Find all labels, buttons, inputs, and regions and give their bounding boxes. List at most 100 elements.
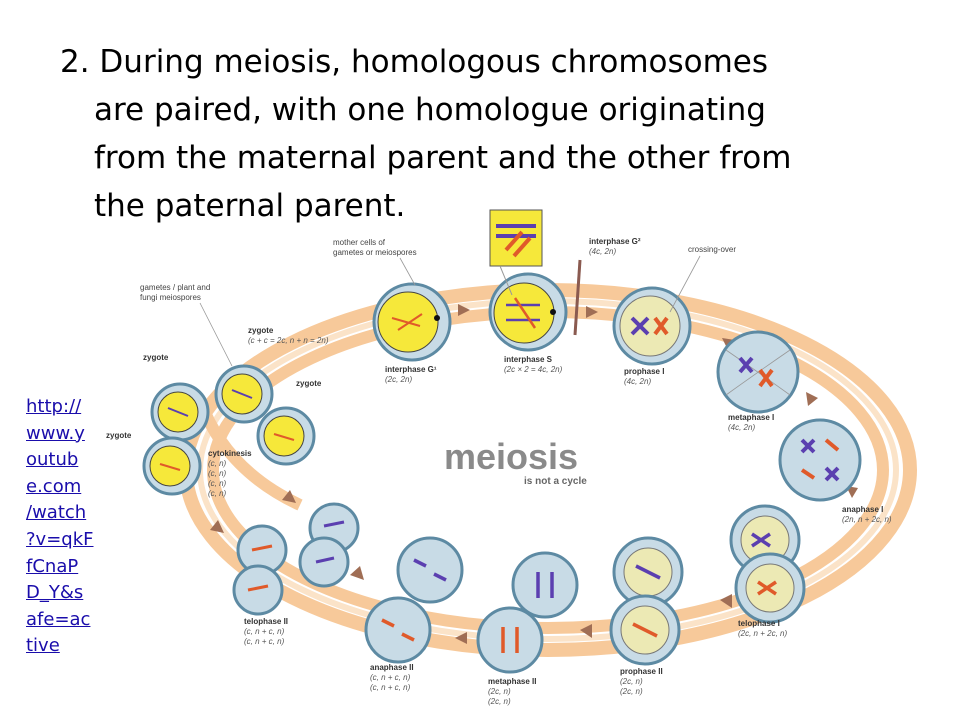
label-cytokinesis-sub-3: (c, n) (208, 479, 227, 488)
chromosome (824, 438, 840, 452)
link-line[interactable]: http:// (26, 396, 82, 417)
cell-prophase-2 (609, 536, 684, 666)
label-interphase-g2: interphase G² (589, 237, 641, 246)
cell (396, 536, 464, 604)
cell-interphase-s (488, 272, 568, 352)
cell-telophase-1 (729, 504, 806, 624)
link-line[interactable]: www.y (26, 422, 85, 444)
label-zygote-top: zygote (248, 326, 274, 335)
link-line[interactable]: fCnaP (26, 555, 79, 577)
link-line[interactable]: ?v=qkF (26, 528, 94, 550)
title-line-3: from the maternal parent and the other f… (94, 140, 792, 176)
link-line[interactable]: D_Y&s (26, 582, 84, 604)
link-line[interactable]: afe=ac (26, 608, 91, 630)
label-metaphase-1-sub: (4c, 2n) (728, 423, 755, 432)
label-telophase-1-sub: (2c, n + 2c, n) (738, 629, 787, 638)
label-metaphase-2-sub-2: (2c, n) (488, 697, 511, 706)
chromosome (800, 468, 816, 480)
link-line[interactable]: tive (26, 635, 60, 657)
arrow-icon (282, 490, 296, 503)
chromosome (504, 230, 532, 258)
centrosome-dot (434, 315, 440, 321)
diagram-labels: mother cells of gametes or meiospores ga… (106, 237, 892, 706)
cell-metaphase-1 (716, 330, 800, 414)
chromosome (513, 297, 537, 329)
pointer-line (399, 257, 416, 286)
arrow-icon (580, 624, 592, 638)
label-prophase-2: prophase II (620, 667, 663, 676)
label-gametes-1: gametes / plant and (140, 283, 210, 292)
chromosome (635, 564, 661, 580)
pointer-line (199, 302, 233, 367)
label-telophase-2-sub-2: (c, n + c, n) (244, 637, 285, 646)
label-metaphase-2-sub-1: (2c, n) (488, 687, 511, 696)
cell (511, 551, 579, 619)
label-anaphase-2-sub-1: (c, n + c, n) (370, 673, 411, 682)
arrow-icon (806, 392, 818, 406)
label-prophase-1-sub: (4c, 2n) (624, 377, 651, 386)
label-zygote-left-a: zygote (143, 353, 169, 362)
chromosome (824, 466, 840, 482)
chromosome (315, 520, 345, 564)
arrow-icon (455, 632, 467, 644)
label-prophase-2-sub-2: (2c, n) (620, 687, 643, 696)
label-mother-cells-1: mother cells of (333, 238, 386, 247)
label-gametes-2: fungi meiospores (140, 293, 201, 302)
label-cytokinesis: cytokinesis (208, 449, 252, 458)
label-interphase-g1: interphase G¹ (385, 365, 437, 374)
title-line-1: 2. During meiosis, homologous chromosome… (60, 44, 769, 80)
chromosome (632, 622, 658, 638)
chromosome (751, 532, 771, 548)
spindle (725, 349, 791, 396)
cell-anaphase-1 (778, 418, 862, 502)
label-cytokinesis-sub-4: (c, n) (208, 489, 227, 498)
cell-telophase-2 (232, 502, 360, 616)
title-line-4: the paternal parent. (94, 188, 406, 224)
chromosome (167, 407, 189, 417)
cell-cytokinesis (142, 364, 316, 496)
slide-title: 2. During meiosis, homologous chromosome… (60, 38, 920, 230)
label-zygote-right: zygote (296, 379, 322, 388)
chromosome (630, 316, 650, 336)
cell-interphase-g1 (372, 282, 452, 362)
chromosome (273, 433, 295, 441)
chromosome (653, 316, 669, 336)
nucleus (619, 295, 681, 357)
youtube-link[interactable]: http:// www.y outub e.com /watch ?v=qkF … (26, 394, 96, 660)
arrow-icon (586, 306, 598, 318)
link-line[interactable]: e.com (26, 475, 82, 497)
link-line[interactable]: /watch (26, 502, 87, 524)
center-title: meiosis is not a cycle (444, 436, 587, 487)
chromosome (381, 618, 415, 642)
chromosome (247, 544, 273, 592)
label-anaphase-1: anaphase I (842, 505, 883, 514)
cell-anaphase-2 (364, 536, 464, 664)
cell (364, 596, 432, 664)
label-zygote-left-b: zygote (106, 431, 132, 440)
label-interphase-g1-sub: (2c, 2n) (385, 375, 412, 384)
label-interphase-s: interphase S (504, 355, 553, 364)
chromosome (391, 313, 423, 331)
chromosome (757, 580, 777, 596)
label-interphase-s-sub: (2c × 2 = 4c, 2n) (504, 365, 563, 374)
arrow-icon (210, 520, 224, 533)
label-anaphase-1-sub: (2n, n + 2c, n) (842, 515, 892, 524)
cells (142, 272, 862, 674)
link-line[interactable]: outub (26, 449, 79, 471)
label-mother-cells-2: gametes or meiospores (333, 248, 417, 257)
label-crossing-over: crossing-over (688, 245, 736, 254)
interphase-divider (573, 259, 582, 336)
cell (298, 536, 350, 588)
label-interphase-g2-sub: (4c, 2n) (589, 247, 616, 256)
cell (778, 418, 862, 502)
chromosome (738, 356, 754, 374)
center-subtitle-text: is not a cycle (524, 476, 587, 487)
chromosome (536, 572, 554, 598)
label-anaphase-2: anaphase II (370, 663, 414, 672)
arrow-icon (350, 566, 364, 580)
arrow-icon (458, 304, 470, 316)
inset-pointer (499, 265, 513, 296)
chromosome (159, 463, 181, 471)
label-telophase-2: telophase II (244, 617, 288, 626)
